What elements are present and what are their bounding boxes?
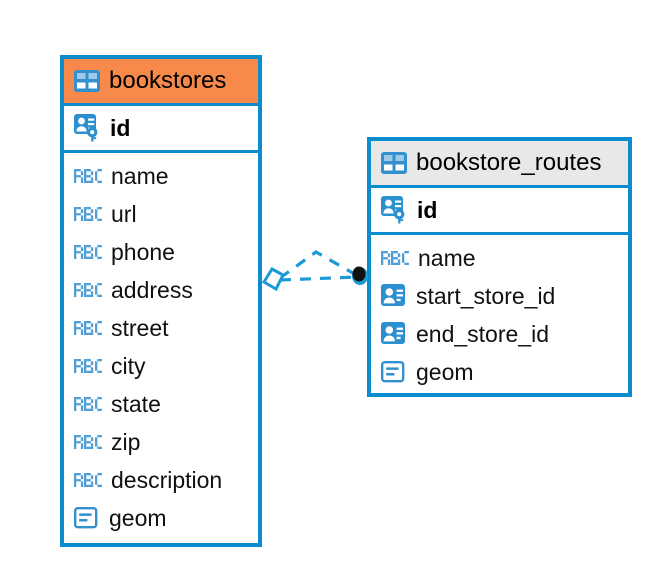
- field-label: description: [111, 466, 223, 493]
- table-icon: [381, 152, 407, 174]
- abc-text-icon: [74, 168, 102, 184]
- geometry-blob-icon: [381, 361, 407, 383]
- field-row[interactable]: start_store_id: [371, 277, 628, 315]
- entity-bookstores-title: bookstores: [109, 67, 227, 94]
- primary-key-icon: [381, 196, 409, 224]
- filled-circle-endpoint-icon: [352, 266, 368, 285]
- abc-text-icon: [74, 358, 102, 374]
- field-label: geom: [416, 358, 474, 385]
- field-label: end_store_id: [416, 320, 549, 347]
- relationship-dashed-line-upper: [279, 250, 359, 280]
- field-label: city: [111, 352, 146, 379]
- field-row[interactable]: geom: [64, 499, 258, 537]
- foreign-key-icon: [381, 322, 407, 346]
- field-row[interactable]: state: [64, 385, 258, 423]
- field-row[interactable]: name: [371, 239, 628, 277]
- abc-text-icon: [74, 472, 102, 488]
- field-label: street: [111, 314, 169, 341]
- field-row[interactable]: zip: [64, 423, 258, 461]
- field-row[interactable]: name: [64, 157, 258, 195]
- field-label: state: [111, 390, 161, 417]
- abc-text-icon: [74, 320, 102, 336]
- primary-key-icon: [74, 114, 102, 142]
- field-label: name: [111, 162, 169, 189]
- diamond-endpoint-icon: [261, 267, 285, 292]
- abc-text-icon: [74, 244, 102, 260]
- field-label: address: [111, 276, 193, 303]
- entity-bookstores-primary-key-label: id: [110, 114, 131, 141]
- entity-bookstores-header[interactable]: bookstores: [64, 59, 258, 106]
- entity-bookstore-routes-header[interactable]: bookstore_routes: [371, 141, 628, 188]
- entity-bookstore-routes-primary-key-row[interactable]: id: [371, 188, 628, 235]
- field-label: name: [418, 244, 476, 271]
- abc-text-icon: [74, 396, 102, 412]
- relationship-connector[interactable]: [258, 244, 378, 310]
- field-row[interactable]: city: [64, 347, 258, 385]
- entity-bookstores-primary-key-row[interactable]: id: [64, 106, 258, 153]
- field-label: start_store_id: [416, 282, 556, 309]
- field-row[interactable]: end_store_id: [371, 315, 628, 353]
- field-row[interactable]: description: [64, 461, 258, 499]
- field-row[interactable]: phone: [64, 233, 258, 271]
- entity-bookstores[interactable]: bookstores id: [60, 55, 262, 547]
- geometry-blob-icon: [74, 507, 100, 529]
- field-label: zip: [111, 428, 141, 455]
- field-label: url: [111, 200, 137, 227]
- abc-text-icon: [74, 282, 102, 298]
- entity-bookstore-routes-primary-key-label: id: [417, 196, 438, 223]
- entity-bookstore-routes[interactable]: bookstore_routes: [367, 137, 632, 397]
- field-label: geom: [109, 504, 167, 531]
- field-row[interactable]: url: [64, 195, 258, 233]
- entity-bookstore-routes-field-list: name start_store_id: [371, 235, 628, 395]
- abc-text-icon: [74, 206, 102, 222]
- abc-text-icon: [74, 434, 102, 450]
- field-label: phone: [111, 238, 175, 265]
- field-row[interactable]: geom: [371, 353, 628, 391]
- entity-bookstores-field-list: name: [64, 153, 258, 541]
- relationship-dashed-line-lower: [279, 275, 359, 282]
- field-row[interactable]: street: [64, 309, 258, 347]
- abc-text-icon: [381, 250, 409, 266]
- foreign-key-icon: [381, 284, 407, 308]
- entity-bookstore-routes-title: bookstore_routes: [416, 149, 602, 176]
- table-icon: [74, 70, 100, 92]
- field-row[interactable]: address: [64, 271, 258, 309]
